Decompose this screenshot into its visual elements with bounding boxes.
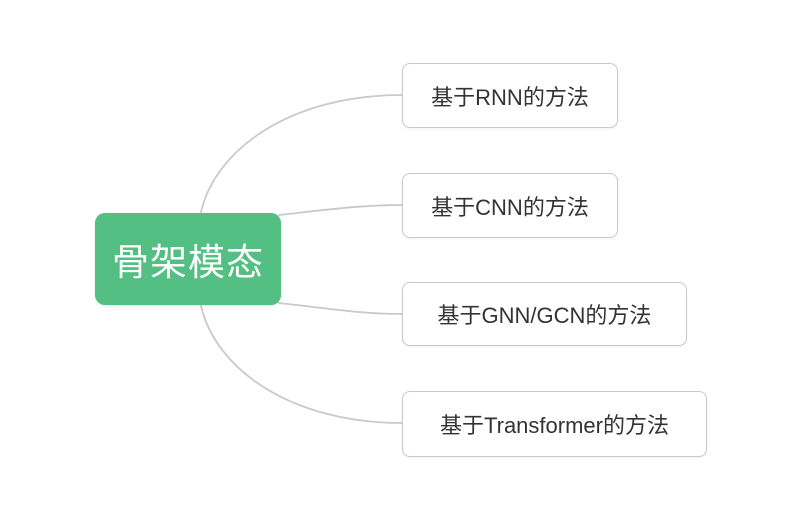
connector-root-to-transformer <box>200 305 403 424</box>
leaf-node-gnn-gcn-methods[interactable]: 基于GNN/GCN的方法 <box>402 282 687 346</box>
connector-root-to-gnn <box>278 302 403 315</box>
leaf-node-label: 基于GNN/GCN的方法 <box>437 303 652 328</box>
connector-root-to-cnn <box>278 204 403 216</box>
leaf-node-rnn-methods[interactable]: 基于RNN的方法 <box>402 63 618 128</box>
leaf-node-label: 基于CNN的方法 <box>431 194 589 220</box>
connector-root-to-rnn <box>200 94 403 213</box>
leaf-node-transformer-methods[interactable]: 基于Transformer的方法 <box>402 391 707 457</box>
leaf-node-label: 基于Transformer的方法 <box>440 413 669 438</box>
leaf-node-label: 基于RNN的方法 <box>431 84 589 110</box>
root-node-skeleton-modality[interactable]: 骨架模态 <box>95 213 281 305</box>
leaf-node-cnn-methods[interactable]: 基于CNN的方法 <box>402 173 618 238</box>
root-node-label: 骨架模态 <box>112 242 264 283</box>
